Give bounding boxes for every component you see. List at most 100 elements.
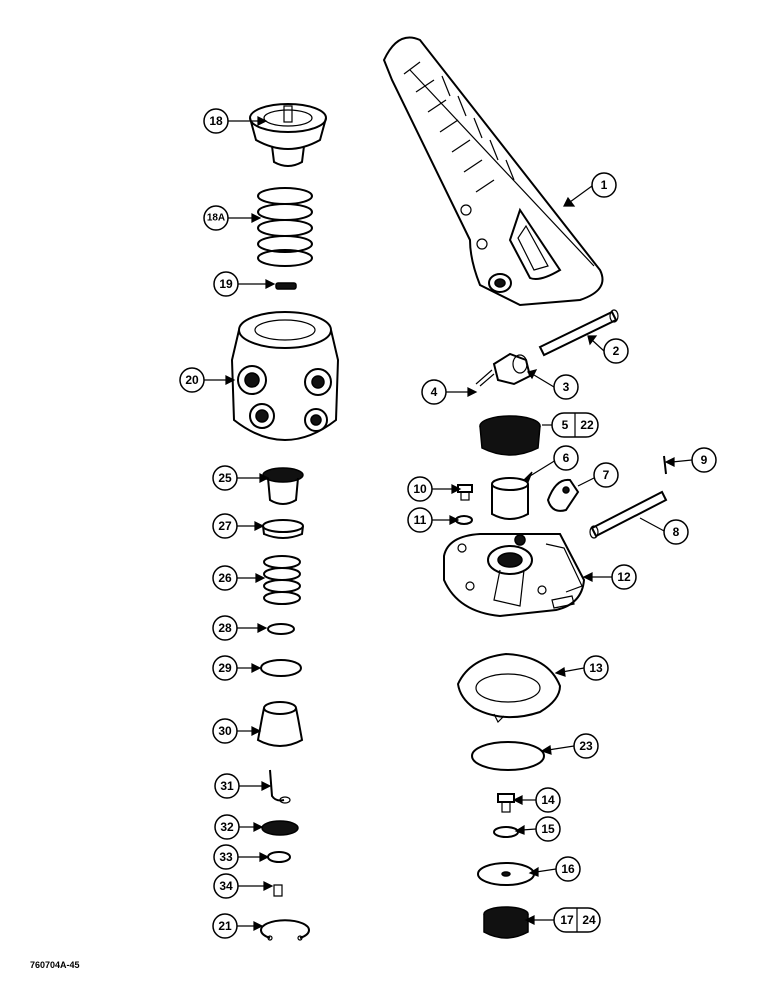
- svg-text:23: 23: [579, 739, 593, 753]
- callout-25: 25: [212, 465, 238, 491]
- part-26-spring: [263, 555, 301, 605]
- callout-17-24: 17 24: [553, 907, 601, 933]
- svg-text:27: 27: [218, 519, 232, 533]
- svg-text:17: 17: [560, 913, 574, 927]
- callout-20: 20: [179, 367, 205, 393]
- leader-lines: [204, 116, 693, 931]
- svg-text:6: 6: [563, 451, 570, 465]
- svg-text:34: 34: [219, 879, 233, 893]
- callout-10: 10: [407, 476, 433, 502]
- part-1-pedal: [382, 36, 604, 307]
- callout-15: 15: [535, 816, 561, 842]
- callout-31: 31: [214, 773, 240, 799]
- part-23-o-ring: [471, 741, 545, 771]
- callout-18: 18: [203, 108, 229, 134]
- part-28-o-ring: [267, 623, 295, 635]
- part-16-disc: [477, 862, 535, 886]
- callout-23: 23: [573, 733, 599, 759]
- part-3-clevis: [492, 352, 532, 386]
- callout-3: 3: [553, 374, 579, 400]
- callout-19: 19: [213, 271, 239, 297]
- callout-5-22: 5 22: [551, 412, 599, 438]
- svg-text:1: 1: [601, 178, 608, 192]
- svg-text:8: 8: [673, 525, 680, 539]
- callout-18A: 18A: [203, 205, 229, 231]
- part-30-seat: [256, 701, 304, 747]
- part-5-22-boot: [479, 415, 541, 456]
- svg-text:26: 26: [218, 571, 232, 585]
- part-25-piston: [262, 467, 304, 505]
- part-13-gasket: [456, 652, 562, 724]
- part-18-cap: [249, 103, 327, 167]
- svg-text:10: 10: [413, 482, 427, 496]
- callout-14: 14: [535, 787, 561, 813]
- callout-1: 1: [591, 172, 617, 198]
- svg-text:28: 28: [218, 621, 232, 635]
- svg-text:18: 18: [209, 114, 223, 128]
- svg-text:20: 20: [185, 373, 199, 387]
- part-20-valve-body: [230, 311, 340, 441]
- svg-text:14: 14: [541, 793, 555, 807]
- callout-13: 13: [583, 655, 609, 681]
- part-12-mounting-plate: [443, 533, 586, 618]
- callout-27: 27: [212, 513, 238, 539]
- figure-reference-code: 760704A-45: [30, 960, 80, 970]
- part-34-screw: [273, 884, 283, 897]
- part-9-pin: [663, 455, 667, 475]
- part-32-disc: [261, 820, 299, 836]
- svg-text:21: 21: [218, 919, 232, 933]
- callout-32: 32: [214, 814, 240, 840]
- svg-text:13: 13: [589, 661, 603, 675]
- callout-21: 21: [212, 913, 238, 939]
- svg-text:24: 24: [582, 913, 596, 927]
- callout-26: 26: [212, 565, 238, 591]
- svg-text:19: 19: [219, 277, 233, 291]
- svg-text:31: 31: [220, 779, 234, 793]
- callout-34: 34: [213, 873, 239, 899]
- callout-2: 2: [603, 338, 629, 364]
- part-15-washer: [493, 826, 519, 838]
- part-8-rod: [589, 490, 668, 539]
- callout-8: 8: [663, 519, 689, 545]
- svg-text:5: 5: [562, 418, 569, 432]
- callout-28: 28: [212, 615, 238, 641]
- part-29-o-ring: [260, 659, 302, 677]
- svg-text:33: 33: [219, 850, 233, 864]
- part-19-pin: [275, 282, 297, 290]
- svg-text:22: 22: [580, 418, 594, 432]
- svg-text:16: 16: [561, 862, 575, 876]
- callout-11: 11: [407, 507, 433, 533]
- svg-text:3: 3: [563, 380, 570, 394]
- svg-text:29: 29: [218, 661, 232, 675]
- svg-text:4: 4: [431, 385, 438, 399]
- svg-text:12: 12: [617, 570, 631, 584]
- svg-text:32: 32: [220, 820, 234, 834]
- part-2-pin: [538, 309, 619, 357]
- callout-9: 9: [691, 447, 717, 473]
- callout-4: 4: [421, 379, 447, 405]
- callout-16: 16: [555, 856, 581, 882]
- part-33-washer: [267, 851, 291, 863]
- svg-text:9: 9: [701, 453, 708, 467]
- svg-text:7: 7: [603, 468, 610, 482]
- svg-text:30: 30: [218, 724, 232, 738]
- svg-text:18A: 18A: [207, 213, 225, 224]
- part-21-snap-ring: [260, 919, 310, 941]
- svg-text:11: 11: [414, 513, 427, 527]
- part-4-cotter-pin: [475, 369, 495, 387]
- part-18A-spring: [257, 187, 313, 267]
- part-27-ring: [262, 519, 304, 539]
- svg-text:25: 25: [218, 471, 232, 485]
- callout-6: 6: [553, 445, 579, 471]
- svg-text:15: 15: [541, 822, 555, 836]
- callout-7: 7: [593, 462, 619, 488]
- callout-33: 33: [213, 844, 239, 870]
- part-14-bolt: [497, 793, 515, 813]
- svg-text:2: 2: [613, 344, 620, 358]
- part-10-bolt: [457, 484, 473, 501]
- part-17-24-boot: [483, 906, 529, 939]
- callout-12: 12: [611, 564, 637, 590]
- callout-29: 29: [212, 655, 238, 681]
- part-6-cylinder: [491, 477, 529, 520]
